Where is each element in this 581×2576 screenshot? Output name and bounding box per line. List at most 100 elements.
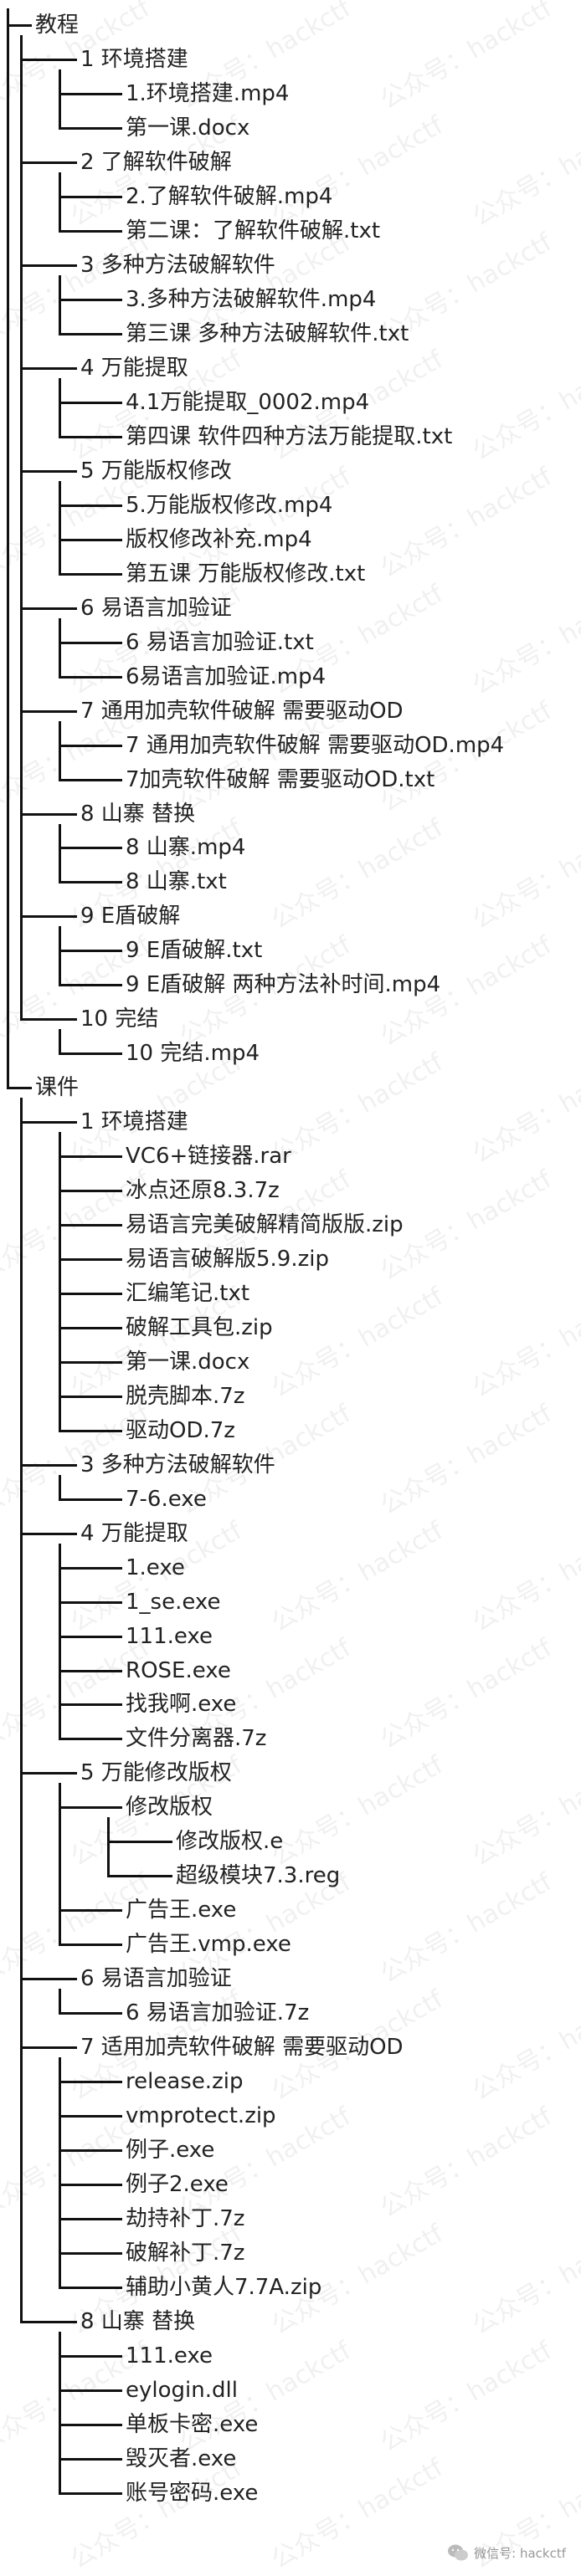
tree-connector-horizontal (59, 1944, 122, 1947)
tree-node: 第一课.docx (126, 115, 250, 141)
tree-connector-vertical (59, 926, 61, 986)
tree-node: 4 万能提取 (80, 1520, 188, 1546)
tree-connector-horizontal (59, 2217, 122, 2220)
tree-connector-horizontal (59, 778, 122, 781)
tree-node: 3 多种方法破解软件 (80, 253, 275, 279)
tree-connector-horizontal (20, 367, 77, 371)
tree-connector-vertical (59, 378, 61, 437)
tree-node: 6 易语言加验证.7z (126, 2000, 310, 2026)
tree-connector-horizontal (59, 2114, 122, 2118)
tree-node: ROSE.exe (126, 1657, 231, 1683)
tree-node: 第三课 多种方法破解软件.txt (126, 321, 409, 347)
tree-connector-vertical (59, 1543, 61, 1739)
tree-node: 111.exe (126, 1623, 213, 1649)
tree-node: 脱壳脚本.7z (126, 1383, 245, 1409)
tree-connector-vertical (59, 275, 61, 335)
footer-label: 微信号: hackctf (474, 2545, 566, 2561)
tree-connector-horizontal (20, 1772, 77, 1775)
tree-connector-horizontal (20, 59, 77, 62)
tree-connector-horizontal (59, 402, 122, 405)
tree-node: 辅助小黄人7.7A.zip (126, 2274, 322, 2300)
tree-connector-horizontal (107, 1875, 172, 1878)
tree-connector-horizontal (59, 435, 122, 438)
tree-connector-horizontal (59, 1292, 122, 1295)
tree-connector-horizontal (59, 2354, 122, 2358)
tree-node: 毁灭者.exe (126, 2445, 237, 2471)
tree-connector-horizontal (59, 1498, 122, 1501)
tree-connector-horizontal (59, 538, 122, 541)
tree-node: 广告王.exe (126, 1897, 237, 1923)
tree-node: 1.exe (126, 1554, 185, 1580)
tree-connector-horizontal (59, 1806, 122, 1810)
tree-connector-horizontal (59, 196, 122, 199)
tree-connector-horizontal (59, 2491, 122, 2495)
tree-node: 超级模块7.3.reg (176, 1863, 341, 1889)
tree-connector-horizontal (59, 1360, 122, 1364)
tree-node: 5 万能修改版权 (80, 1760, 232, 1786)
tree-connector-horizontal (59, 1326, 122, 1329)
tree-connector-horizontal (20, 1463, 77, 1467)
tree-node: release.zip (126, 2069, 244, 2094)
tree-connector-horizontal (59, 2389, 122, 2392)
tree-connector-horizontal (59, 1669, 122, 1672)
tree-connector-horizontal (59, 2183, 122, 2186)
tree-connector-horizontal (59, 950, 122, 953)
tree-connector-vertical (59, 2331, 61, 2493)
tree-node: 3.多种方法破解软件.mp4 (126, 287, 377, 313)
tree-node: 8 山寨 替换 (80, 801, 196, 827)
tree-node: 6 易语言加验证 (80, 1966, 232, 1992)
tree-node: 账号密码.exe (126, 2480, 259, 2506)
tree-connector-horizontal (107, 1841, 172, 1844)
tree-node: 1.环境搭建.mp4 (126, 81, 290, 107)
tree-node: 第一课.docx (126, 1349, 250, 1375)
tree-connector-horizontal (59, 2457, 122, 2461)
tree-connector-horizontal (20, 1978, 77, 1981)
tree-connector-horizontal (59, 1635, 122, 1638)
tree-root-folder: 课件 (35, 1075, 80, 1101)
tree-connector-vertical (20, 1098, 23, 2322)
tree-connector-horizontal (59, 333, 122, 336)
tree-connector-vertical (59, 720, 61, 780)
tree-connector-horizontal (59, 1909, 122, 1913)
tree-node: 7 适用加壳软件破解 需要驱动OD (80, 2035, 404, 2061)
tree-connector-vertical (59, 480, 61, 574)
tree-connector-vertical (59, 1029, 61, 1054)
tree-connector-horizontal (59, 641, 122, 644)
tree-connector-horizontal (59, 1190, 122, 1193)
tree-node: 文件分离器.7z (126, 1726, 267, 1752)
tree-node: VC6+链接器.rar (126, 1144, 291, 1170)
tree-connector-horizontal (59, 504, 122, 507)
tree-node: 5.万能版权修改.mp4 (126, 492, 333, 518)
tree-connector-horizontal (20, 161, 77, 165)
tree-connector-vertical (7, 8, 9, 1088)
tree-connector-horizontal (20, 1018, 77, 1022)
tree-connector-vertical (59, 617, 61, 677)
tree-connector-horizontal (59, 1395, 122, 1398)
tree-node: 6 易语言加验证 (80, 595, 232, 621)
tree-node: 6易语言加验证.mp4 (126, 663, 326, 689)
tree-node: 10 完结.mp4 (126, 1041, 260, 1067)
tree-connector-horizontal (7, 24, 32, 28)
tree-connector-horizontal (59, 1566, 122, 1570)
tree-node: 7-6.exe (126, 1486, 207, 1512)
tree-connector-horizontal (59, 847, 122, 850)
tree-node: 2.了解软件破解.mp4 (126, 184, 333, 210)
tree-connector-horizontal (59, 2148, 122, 2152)
tree-node: 例子2.exe (126, 2171, 229, 2197)
tree-node: 8 山寨 替换 (80, 2308, 196, 2334)
tree-node: 111.exe (126, 2343, 213, 2369)
tree-connector-horizontal (59, 572, 122, 576)
tree-connector-vertical (59, 823, 61, 883)
tree-node: 破解补丁.7z (126, 2240, 245, 2266)
tree-connector-horizontal (20, 812, 77, 816)
tree-connector-horizontal (20, 607, 77, 610)
tree-node: 3 多种方法破解软件 (80, 1452, 275, 1477)
tree-connector-horizontal (59, 1600, 122, 1604)
tree-connector-horizontal (59, 230, 122, 233)
tree-node: 例子.exe (126, 2137, 215, 2163)
tree-connector-horizontal (20, 2320, 77, 2323)
tree-connector-horizontal (59, 2081, 122, 2083)
tree-connector-vertical (59, 1783, 61, 1945)
tree-connector-horizontal (59, 299, 122, 302)
tree-node: 2 了解软件破解 (80, 150, 232, 176)
